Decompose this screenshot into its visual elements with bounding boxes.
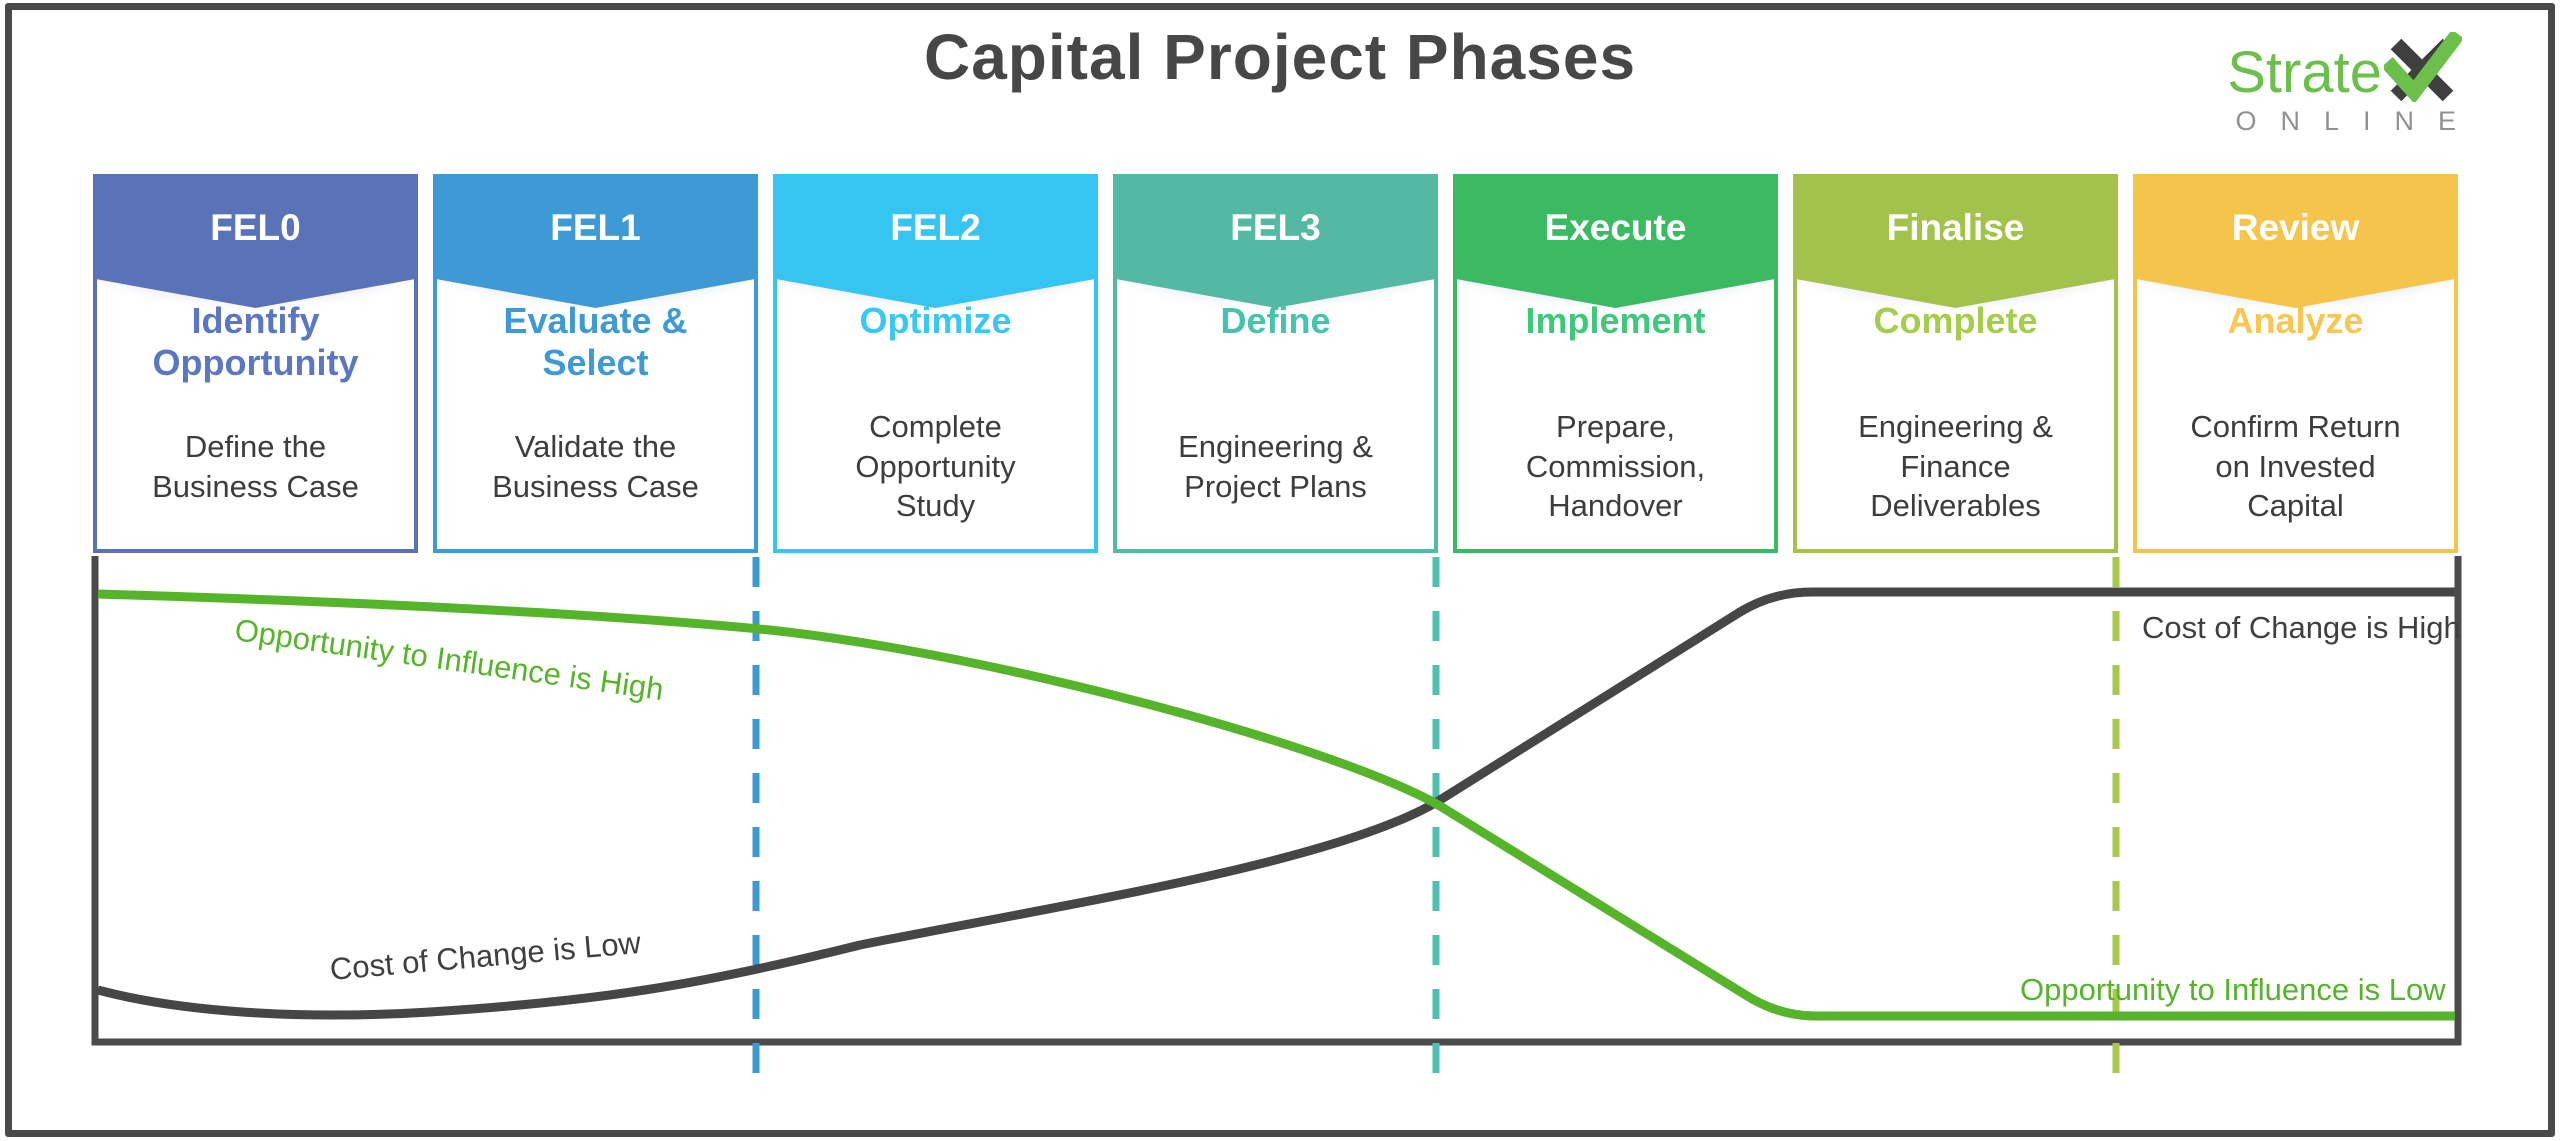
page-title: Capital Project Phases [923, 21, 1637, 93]
phase-banner: Review [2133, 174, 2458, 308]
phase-description: Validate the Business Case [492, 428, 699, 504]
phase-banner: Execute [1453, 174, 1778, 308]
cost-of-change-curve [96, 587, 2455, 1020]
phase-banner: FEL1 [433, 174, 758, 308]
phase-banner: FEL2 [773, 174, 1098, 308]
phase-description: Engineering & Finance Deliverables [1858, 408, 2053, 524]
brand-subtext: ONLINE [2235, 106, 2480, 136]
phase-heading: Implement [1525, 300, 1706, 341]
phase-banner: FEL3 [1113, 174, 1438, 308]
phase-description: Confirm Return on Invested Capital [2190, 408, 2401, 524]
phase-card-fel1: FEL1 Evaluate & Select Validate the Busi… [433, 174, 758, 553]
phase-heading: Identify Opportunity [152, 300, 359, 384]
phase-heading: Optimize [859, 300, 1012, 341]
phase-card-body: Analyze Confirm Return on Invested Capit… [2133, 258, 2458, 553]
phase-description: Complete Opportunity Study [855, 408, 1016, 524]
brand-x-icon [2384, 32, 2462, 102]
brand-name: Strate [2227, 40, 2382, 105]
brand-logo-row: Strate [2122, 32, 2462, 102]
phase-heading: Define [1220, 300, 1331, 341]
phase-heading: Complete [1873, 300, 2038, 341]
phase-card-review: Review Analyze Confirm Return on Investe… [2133, 174, 2458, 553]
phase-description: Define the Business Case [152, 428, 359, 504]
phase-banner: FEL0 [93, 174, 418, 308]
axis-frame [91, 556, 2462, 1046]
label-opportunity-low: Opportunity to Influence is Low [2020, 972, 2446, 1007]
phase-card-finalise: Finalise Complete Engineering & Finance … [1793, 174, 2118, 553]
phase-heading: Evaluate & Select [503, 300, 688, 384]
phase-banner: Finalise [1793, 174, 2118, 308]
phase-card-fel2: FEL2 Optimize Complete Opportunity Study [773, 174, 1098, 553]
label-cost-high: Cost of Change is High [2142, 610, 2461, 645]
opportunity-to-influence-curve [97, 589, 2455, 1021]
phase-description: Prepare, Commission, Handover [1525, 408, 1706, 524]
phase-card-execute: Execute Implement Prepare, Commission, H… [1453, 174, 1778, 553]
phase-description: Engineering & Project Plans [1178, 428, 1373, 504]
brand-logo: Strate ONLINE [2122, 32, 2462, 137]
phase-heading: Analyze [2227, 300, 2364, 341]
phase-card-fel3: FEL3 Define Engineering & Project Plans [1113, 174, 1438, 553]
phase-card-fel0: FEL0 Identify Opportunity Define the Bus… [93, 174, 418, 553]
outer-border [5, 3, 2555, 1137]
